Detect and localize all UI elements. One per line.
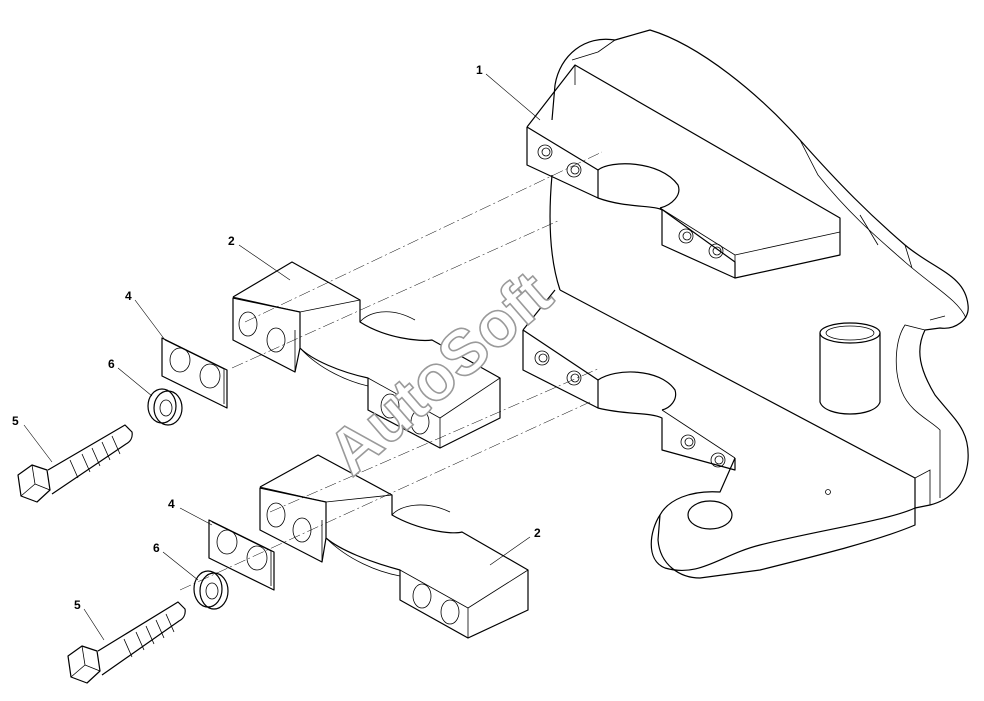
shim-upper — [161, 337, 228, 409]
callout-bracket: 1 — [476, 63, 483, 77]
callout-shim-lower: 4 — [168, 497, 175, 511]
callout-bolt-upper: 5 — [12, 414, 19, 428]
washer-upper — [147, 388, 183, 426]
washer-lower — [193, 570, 229, 610]
bracket-part — [522, 29, 969, 579]
callout-washer-lower: 6 — [153, 541, 160, 555]
clamp-upper — [232, 261, 501, 449]
callout-clamp-lower: 2 — [534, 526, 541, 540]
callout-washer-upper: 6 — [108, 357, 115, 371]
shim-lower — [208, 519, 275, 591]
callout-shim-upper: 4 — [125, 289, 132, 303]
clamp-lower — [259, 454, 529, 639]
callout-bolt-lower: 5 — [74, 598, 81, 612]
callout-clamp-upper: 2 — [228, 234, 235, 248]
leader-lines — [23, 73, 541, 641]
bolt-lower — [67, 601, 186, 684]
bolt-upper — [17, 424, 133, 503]
cylinder-boss — [819, 322, 881, 415]
